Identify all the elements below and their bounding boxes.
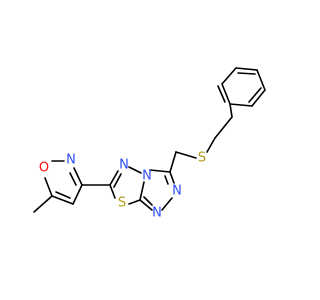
atom-triazole-nitrogen-right: N bbox=[172, 184, 182, 199]
bonds bbox=[33, 67, 266, 213]
bond-fused-c-n bbox=[139, 181, 145, 201]
bond-c4-c5-double bbox=[55, 191, 71, 199]
bond-s-ch2 bbox=[206, 137, 216, 153]
bond-ph-1 bbox=[221, 83, 231, 105]
molecule-svg: O N N N S N N S bbox=[33, 67, 266, 221]
bond-s-c-fused bbox=[128, 199, 141, 205]
bond-c3-c4 bbox=[72, 184, 83, 205]
bond-c-n-triazole bbox=[169, 171, 175, 184]
atom-labels: O N N N S N N S bbox=[39, 151, 206, 221]
atom-thiadiazole-sulfur: S bbox=[118, 196, 126, 211]
bond-n-c-fused bbox=[139, 199, 153, 211]
bond-ch2-s bbox=[175, 151, 197, 159]
bond-ch2-ch2 bbox=[214, 116, 233, 139]
bond-ph-3-double bbox=[237, 72, 256, 75]
atom-ring-oxygen: O bbox=[39, 161, 49, 176]
atom-thioether-sulfur: S bbox=[198, 151, 206, 166]
bond-ph-5 bbox=[251, 89, 266, 107]
bond-c-n-thiadiazole bbox=[109, 170, 119, 186]
bond-n-n-triazole bbox=[161, 197, 173, 211]
bond-c-n-triazole-double bbox=[164, 175, 169, 185]
atom-triazole-nitrogen-bottom: N bbox=[152, 206, 162, 221]
molecule-diagram: O N N N S N N S bbox=[33, 67, 266, 221]
bond-c5-o bbox=[44, 177, 53, 197]
bond-triazole-ch2 bbox=[169, 151, 177, 173]
bond-c-s bbox=[109, 184, 116, 199]
bond-n-n-bridge bbox=[128, 166, 142, 174]
bond-c-n-thiadiazole-double bbox=[113, 173, 122, 188]
bond-n-c-triazole bbox=[149, 169, 171, 173]
bond-ph-5-double bbox=[248, 87, 262, 103]
atom-thiadiazole-nitrogen-top: N bbox=[119, 158, 129, 173]
bond-ph-6 bbox=[229, 103, 253, 107]
bond-n-c3 bbox=[73, 167, 83, 186]
atom-isoxazole-nitrogen: N bbox=[66, 153, 76, 168]
bond-n-c3-double bbox=[69, 172, 77, 186]
bond-methyl bbox=[33, 195, 53, 213]
bond-c4-c5 bbox=[51, 195, 74, 205]
bond-ph-1-double bbox=[217, 85, 226, 103]
bond-n-c-fused-double bbox=[143, 196, 153, 206]
bond-ch2-phenyl bbox=[229, 103, 233, 118]
bond-ph-2 bbox=[221, 67, 237, 85]
bond-ph-3 bbox=[235, 67, 258, 71]
atom-bridgehead-nitrogen: N bbox=[142, 169, 152, 184]
bond-ph-4 bbox=[256, 69, 266, 91]
